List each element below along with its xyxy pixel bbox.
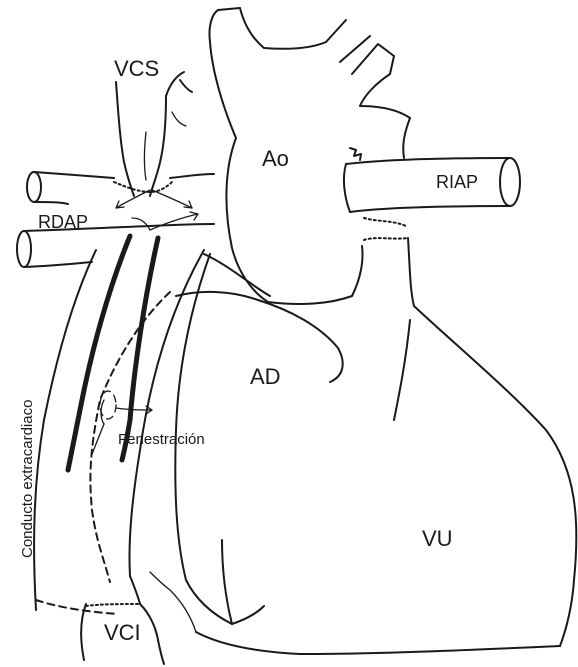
label-riap: RIAP — [436, 172, 478, 192]
label-fenestracion: Fenestración — [118, 431, 205, 448]
label-vci: VCI — [104, 620, 141, 645]
label-ao: Ao — [262, 146, 289, 171]
left-pulmonary-artery — [344, 148, 520, 212]
label-conducto-extracardiaco: Conducto extracardiaco — [19, 400, 36, 558]
label-vu: VU — [422, 526, 453, 551]
inferior-vena-cava — [81, 572, 196, 664]
labels: VCS Ao RIAP RDAP AD Fenestración Conduct… — [19, 56, 478, 645]
extracardiac-conduit — [34, 236, 204, 614]
aorta — [209, 8, 410, 304]
label-vcs: VCS — [114, 56, 159, 81]
label-ad: AD — [250, 364, 281, 389]
label-rdap: RDAP — [38, 212, 88, 232]
single-ventricle — [196, 218, 576, 654]
